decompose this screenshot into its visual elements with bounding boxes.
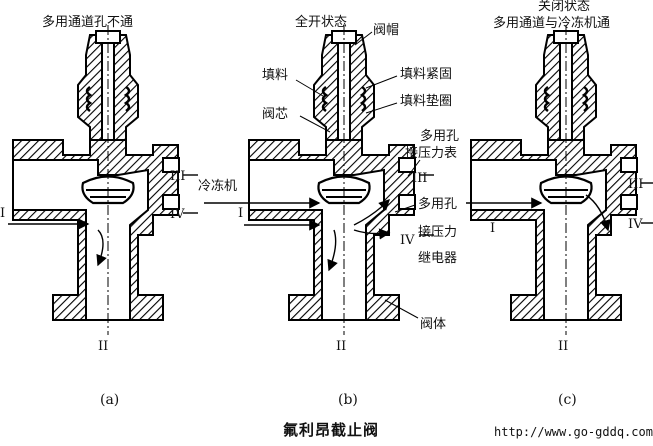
panel-c-heading-1: 关闭状态 [538,0,591,14]
panel-a-port-IV: IV [170,207,185,222]
panel-a-port-I: I [0,206,6,221]
label-packing-washer: 填料垫圈 [400,94,453,109]
label-cap: 阀帽 [373,23,400,38]
label-body: 阀体 [420,317,447,332]
panel-c-caption: (c) [558,392,577,408]
valve-a [8,23,198,337]
label-multi-hole-relay-1: 多用孔 [418,197,458,212]
figure-title: 氟利昂截止阀 [283,421,380,439]
valve-c [466,23,653,337]
panel-b-port-III: III [412,171,428,186]
label-multi-hole-relay-3: 继电器 [418,251,458,266]
label-refrigerator: 冷冻机 [198,179,238,194]
label-multi-hole-gauge-2: 接压力表 [405,146,458,161]
panel-c-port-III: III [628,177,644,192]
panel-c-heading-2: 多用通道与冷冻机通 [493,16,611,31]
panel-a-port-III: III [170,169,186,184]
panel-b-heading: 全开状态 [295,15,348,30]
label-multi-hole-gauge-1: 多用孔 [420,129,460,144]
panel-c-port-IV: IV [628,217,643,232]
panel-b-port-I: I [238,206,244,221]
panel-a-heading: 多用通道孔不通 [42,15,134,30]
source-url: http://www.go-gddq.com [494,425,653,439]
label-multi-hole-relay-2: 接压力 [418,225,458,240]
panel-c-port-I: I [490,221,496,236]
panel-a-caption: (a) [100,392,120,408]
valve-b [204,23,434,337]
panel-b-port-II: II [336,339,347,354]
label-spool: 阀芯 [262,107,289,122]
label-packing: 填料 [262,68,289,83]
panel-b-caption: (b) [338,392,358,408]
panel-a-port-II: II [98,339,109,354]
panel-c-port-II: II [558,339,569,354]
label-packing-tight: 填料紧固 [400,67,453,82]
panel-b-port-IV: IV [400,233,415,248]
